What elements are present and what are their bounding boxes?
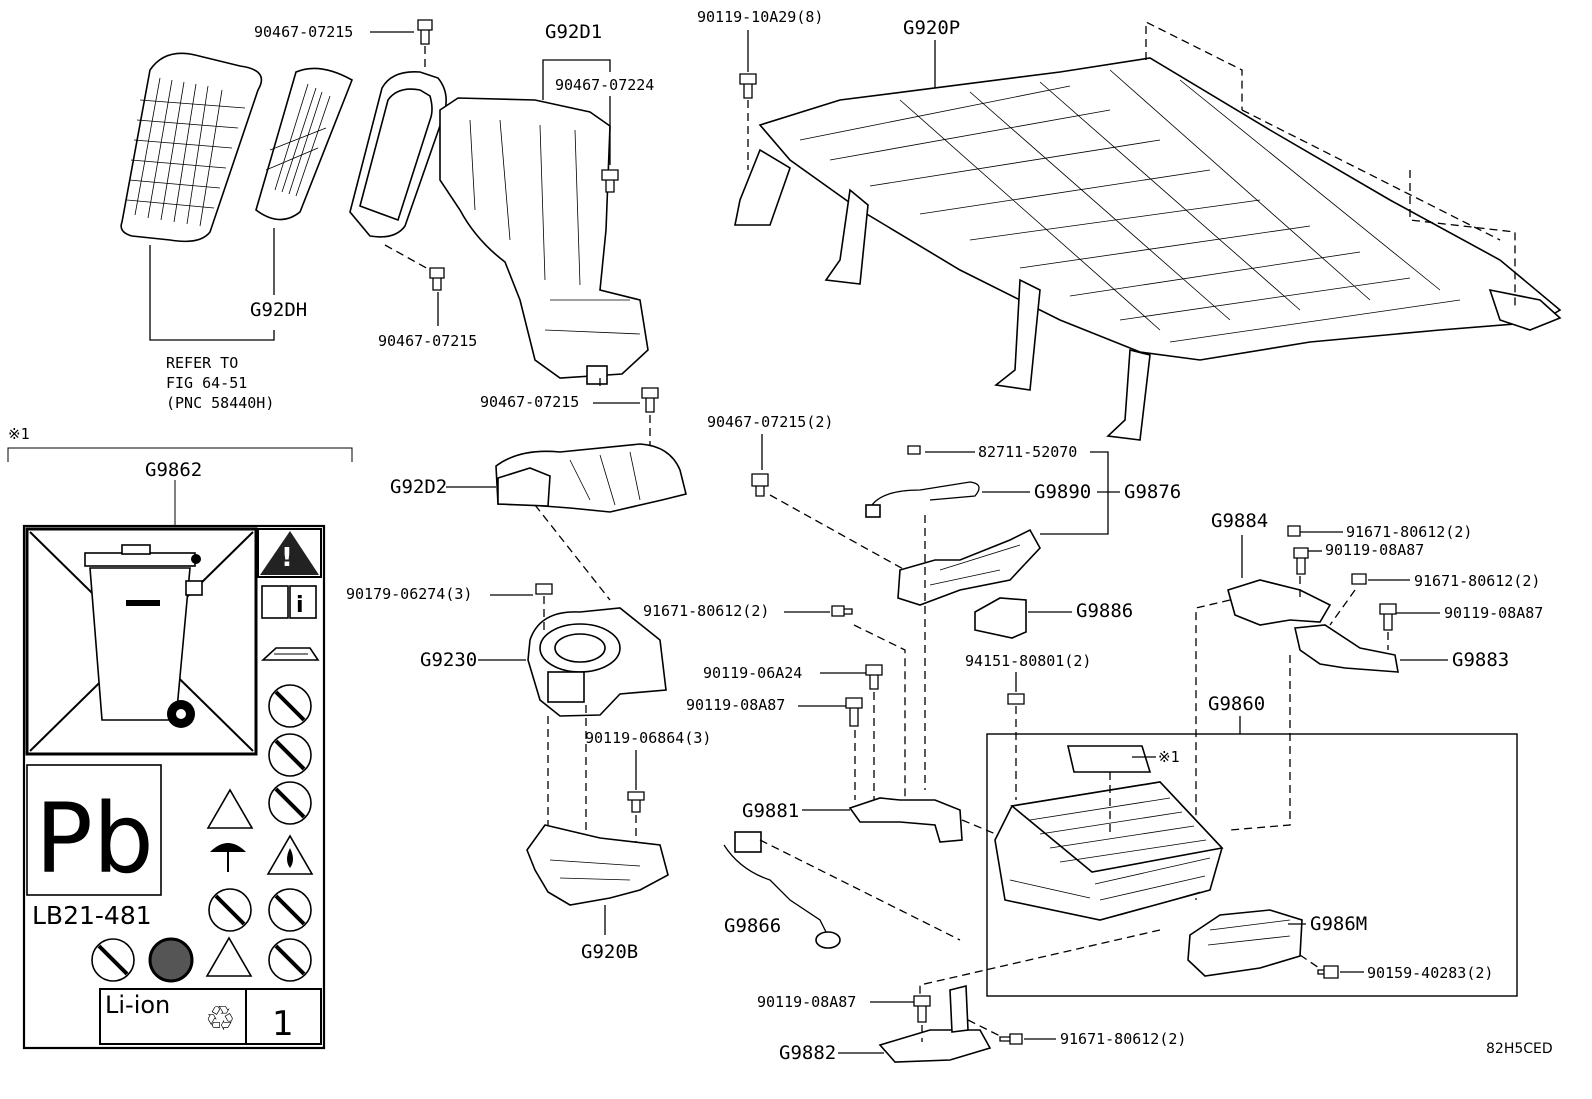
battery-pack-part [994, 745, 1224, 921]
callout-91671-80612-c[interactable]: 91671-80612(2) [1414, 572, 1540, 590]
callout-G9890[interactable]: G9890 [1034, 481, 1091, 503]
duct-G92D2-part [495, 443, 687, 513]
refer-text-2: FIG 64-51 [166, 374, 247, 392]
svg-text:!: ! [281, 543, 293, 573]
callout-G9862[interactable]: G9862 [145, 459, 202, 481]
battery-warning-label: ! i [7, 425, 353, 1050]
callout-91671-80612-a[interactable]: 91671-80612(2) [1346, 523, 1472, 541]
li-ion-text: Li-ion [105, 991, 170, 1019]
note-mark: ※1 [8, 425, 30, 443]
callout-G9230[interactable]: G9230 [420, 649, 477, 671]
intake-grille-part [120, 52, 263, 243]
wire-G9866-part [723, 831, 841, 949]
callout-G9882[interactable]: G9882 [779, 1042, 836, 1064]
callout-90119-08A87-d[interactable]: 90119-08A87 [757, 993, 856, 1011]
prohibition-icons [91, 684, 314, 983]
bracket-G9883-part [1294, 624, 1399, 673]
label-count: 1 [272, 1004, 294, 1044]
callout-90179-06274[interactable]: 90179-06274(3) [346, 585, 472, 603]
refer-text-1: REFER TO [166, 354, 238, 372]
warning-triangle-icon [260, 531, 319, 575]
callout-G9866[interactable]: G9866 [724, 915, 781, 937]
callout-90119-10A29[interactable]: 90119-10A29(8) [697, 8, 823, 26]
callout-90467-07224[interactable]: 90467-07224 [555, 76, 654, 94]
blower-fan-G9230-part [527, 607, 667, 717]
callout-G92DH[interactable]: G92DH [250, 299, 307, 321]
callout-G9884[interactable]: G9884 [1211, 510, 1268, 532]
pb-symbol: Pb [35, 783, 154, 895]
crossed-bin-icon [29, 531, 254, 752]
air-duct-G92D1-part [349, 71, 649, 385]
callout-90119-08A87-a[interactable]: 90119-08A87 [1325, 541, 1424, 559]
note-mark-2: ※1 [1158, 748, 1180, 766]
manual-icon: i [261, 585, 317, 619]
callout-90119-08A87-c[interactable]: 90119-08A87 [686, 696, 785, 714]
callout-90119-06864[interactable]: 90119-06864(3) [585, 729, 711, 747]
floor-panel-G920P-part [734, 57, 1562, 441]
callout-G92D1[interactable]: G92D1 [545, 21, 602, 43]
callout-90119-06A24[interactable]: 90119-06A24 [703, 664, 802, 682]
umbrella-icon [210, 843, 246, 852]
bracket-G920B-part [526, 824, 669, 906]
callout-G920P[interactable]: G920P [903, 17, 960, 39]
callout-90159-40283[interactable]: 90159-40283(2) [1367, 964, 1493, 982]
bracket-G9881-part [848, 797, 963, 843]
callout-82711-52070[interactable]: 82711-52070 [978, 443, 1077, 461]
callout-G9881[interactable]: G9881 [742, 800, 799, 822]
label-code: LB21-481 [32, 901, 152, 930]
callout-90467-07215-mid[interactable]: 90467-07215 [378, 332, 477, 350]
grille-G92DH-part [255, 67, 353, 221]
callout-90467-07215-top[interactable]: 90467-07215 [254, 23, 353, 41]
callout-90467-07215-2[interactable]: 90467-07215(2) [707, 413, 833, 431]
diagram-id: 82H5CED [1486, 1041, 1553, 1057]
callout-G9886[interactable]: G9886 [1076, 600, 1133, 622]
callout-G9860[interactable]: G9860 [1208, 693, 1265, 715]
cover-G9886-part [974, 597, 1027, 639]
goggles-icon [260, 647, 320, 661]
callout-G92D2[interactable]: G92D2 [390, 476, 447, 498]
refer-text-3: (PNC 58440H) [166, 394, 274, 412]
callout-91671-80612-d[interactable]: 91671-80612(2) [1060, 1030, 1186, 1048]
connector-G986M-part [1187, 909, 1303, 977]
svg-text:i: i [296, 593, 304, 618]
bracket-G9884-part [1227, 579, 1332, 626]
callout-G9883[interactable]: G9883 [1452, 649, 1509, 671]
callout-G9876[interactable]: G9876 [1124, 481, 1181, 503]
callout-90119-08A87-b[interactable]: 90119-08A87 [1444, 604, 1543, 622]
bracket-G9876-part [897, 528, 1041, 606]
callout-G920B[interactable]: G920B [581, 941, 638, 963]
recycle-icon: ♲ [205, 999, 235, 1039]
callout-94151-80801[interactable]: 94151-80801(2) [965, 652, 1091, 670]
callout-G986M[interactable]: G986M [1310, 913, 1367, 935]
callout-90467-07215-low[interactable]: 90467-07215 [480, 393, 579, 411]
wire-G9890-part [865, 481, 980, 518]
callout-91671-80612-b[interactable]: 91671-80612(2) [643, 602, 769, 620]
bracket-G9882-part [878, 984, 992, 1063]
